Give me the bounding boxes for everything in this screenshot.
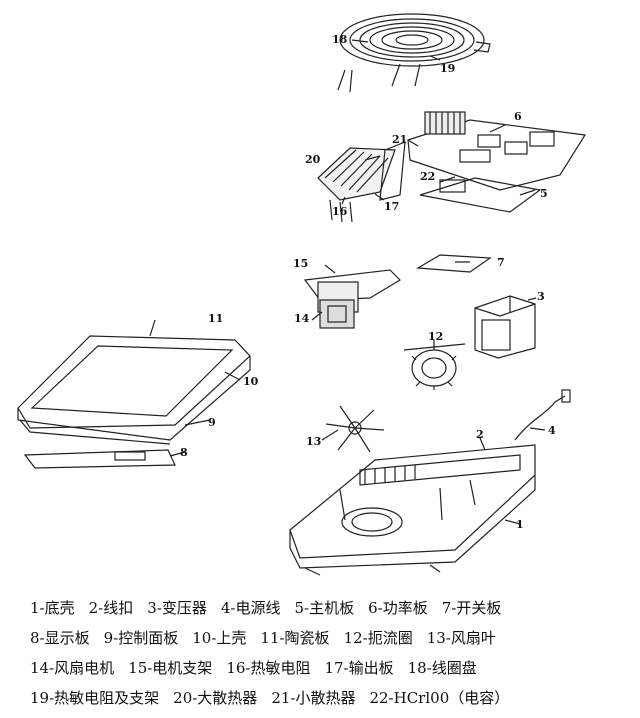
legend-item: 5-主机板 — [294, 598, 355, 617]
legend-row: 1-底壳 2-线扣 3-变压器 4-电源线 5-主机板 6-功率板 7-开关板 — [30, 592, 630, 622]
callout-6: 6 — [514, 110, 522, 123]
callout-11: 11 — [208, 312, 223, 325]
legend-item: 7-开关板 — [441, 598, 502, 617]
callout-12: 12 — [428, 330, 443, 343]
transformer-part — [474, 295, 536, 359]
legend-item: 3-变压器 — [147, 598, 207, 617]
legend-item: 2-线扣 — [88, 598, 134, 617]
switch-board-part — [416, 254, 492, 273]
fan-blade-part — [325, 405, 385, 453]
legend-item: 16-热敏电阻 — [226, 658, 311, 677]
callout-1: 1 — [516, 518, 524, 531]
callout-9: 9 — [208, 416, 216, 429]
callout-13: 13 — [306, 435, 321, 448]
legend-item: 22-HCrl00（电容） — [369, 688, 510, 707]
callout-22: 22 — [420, 170, 435, 183]
legend-item: 8-显示板 — [30, 628, 90, 647]
legend-item: 6-功率板 — [368, 598, 428, 617]
callout-3: 3 — [537, 290, 545, 303]
callout-2: 2 — [476, 428, 484, 441]
motor-bracket-part — [303, 269, 401, 329]
legend-row: 14-风扇电机 15-电机支架 16-热敏电阻 17-输出板 18-线圈盘 — [30, 652, 630, 682]
upper-shell-part — [17, 335, 251, 445]
legend-row: 8-显示板 9-控制面板 10-上壳 11-陶瓷板 12-扼流圈 13-风扇叶 — [30, 622, 630, 652]
callout-10: 10 — [243, 375, 259, 388]
legend-item: 17-输出板 — [324, 658, 394, 677]
callout-21: 21 — [392, 133, 407, 146]
parts-legend: 1-底壳 2-线扣 3-变压器 4-电源线 5-主机板 6-功率板 7-开关板 … — [30, 592, 630, 712]
callout-17: 17 — [384, 200, 399, 213]
callout-18: 18 — [332, 33, 348, 46]
exploded-view-drawing: 18 19 21 6 20 22 5 16 17 7 15 14 3 12 11… — [17, 13, 587, 576]
large-heatsink-part — [317, 141, 406, 223]
power-cord-part — [514, 389, 571, 441]
legend-item: 20-大散热器 — [173, 688, 258, 707]
legend-item: 13-风扇叶 — [426, 628, 496, 647]
legend-item: 12-扼流圈 — [343, 628, 413, 647]
legend-item: 4-电源线 — [220, 598, 281, 617]
legend-item: 18-线圈盘 — [407, 658, 477, 677]
callout-8: 8 — [180, 446, 188, 459]
legend-item: 1-底壳 — [30, 598, 75, 617]
legend-item: 9-控制面板 — [103, 628, 179, 647]
callout-19: 19 — [440, 62, 455, 75]
coil-disk-part — [337, 13, 491, 93]
legend-item: 15-电机支架 — [128, 658, 213, 677]
callout-5: 5 — [540, 187, 548, 200]
legend-item: 19-热敏电阻及支架 — [30, 688, 160, 707]
legend-item: 11-陶瓷板 — [260, 628, 330, 647]
callout-15: 15 — [293, 257, 308, 270]
callout-4: 4 — [548, 424, 556, 437]
callout-16: 16 — [332, 205, 348, 218]
choke-coil-part — [403, 343, 466, 390]
callout-14: 14 — [294, 312, 310, 325]
power-board-part — [407, 111, 587, 191]
main-board-part — [419, 177, 542, 213]
legend-row: 19-热敏电阻及支架 20-大散热器 21-小散热器 22-HCrl00（电容） — [30, 682, 630, 712]
legend-item: 10-上壳 — [192, 628, 247, 647]
bottom-housing-part — [289, 444, 536, 576]
legend-item: 14-风扇电机 — [30, 658, 115, 677]
display-board-part — [23, 449, 176, 469]
callout-7: 7 — [497, 256, 505, 269]
callout-20: 20 — [305, 153, 321, 166]
legend-item: 21-小散热器 — [271, 688, 356, 707]
